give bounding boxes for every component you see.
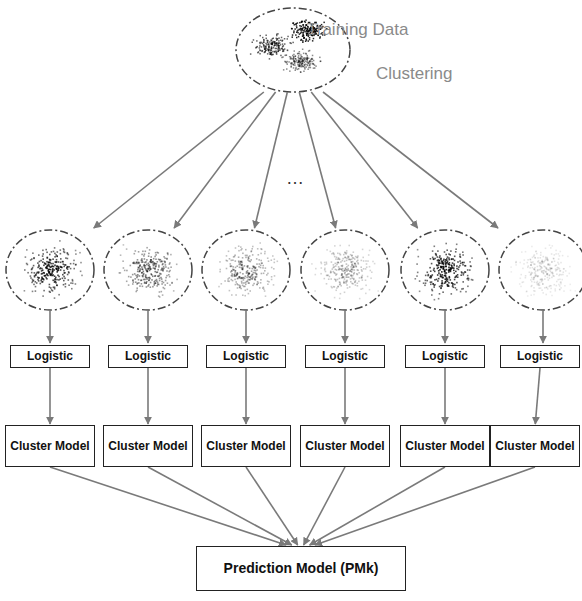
connector-arrow (148, 467, 292, 545)
logistic-box: Logistic (500, 345, 580, 368)
logistic-box: Logistic (405, 345, 485, 368)
logistic-box: Logistic (206, 345, 286, 368)
connector-arrow (245, 368, 247, 424)
box-text: Cluster Model (10, 439, 89, 453)
clustering-arrows (50, 92, 543, 343)
box-text: Logistic (125, 349, 171, 363)
connector-arrow (246, 467, 298, 545)
connector-arrow (535, 368, 540, 424)
connector-arrow (315, 467, 535, 545)
data-label: Training Data (307, 20, 408, 40)
cluster-outlines (6, 230, 582, 310)
connector-arrow (147, 368, 149, 424)
cluster-model-box: Cluster Model (103, 425, 193, 467)
box-text: Logistic (422, 349, 468, 363)
box-text: Cluster Model (206, 439, 285, 453)
ellipsis: … (286, 168, 304, 189)
box-text: Prediction Model (PMk) (224, 560, 379, 577)
scatter-dots (24, 19, 577, 300)
box-text: Cluster Model (305, 439, 384, 453)
box-text: Cluster Model (495, 439, 574, 453)
connector-arrow (344, 368, 346, 424)
box-text: Logistic (517, 349, 563, 363)
logistic-box: Logistic (305, 345, 385, 368)
logistic-box: Logistic (108, 345, 188, 368)
prediction-model-box: Prediction Model (PMk) (196, 546, 406, 591)
box-text: Logistic (322, 349, 368, 363)
cluster-model-box: Cluster Model (5, 425, 95, 467)
step-label: Clustering (376, 64, 453, 84)
connector-arrow (304, 467, 345, 545)
cluster-model-box: Cluster Model (300, 425, 390, 467)
connector-arrow (49, 368, 51, 424)
box-text: Cluster Model (405, 439, 484, 453)
cluster-model-box: Cluster Model (490, 425, 580, 467)
cluster-model-box: Cluster Model (400, 425, 490, 467)
cluster-model-box: Cluster Model (201, 425, 291, 467)
box-text: Logistic (27, 349, 73, 363)
box-text: Logistic (223, 349, 269, 363)
box-text: Cluster Model (108, 439, 187, 453)
logistic-box: Logistic (10, 345, 90, 368)
connector-arrow (444, 368, 446, 424)
